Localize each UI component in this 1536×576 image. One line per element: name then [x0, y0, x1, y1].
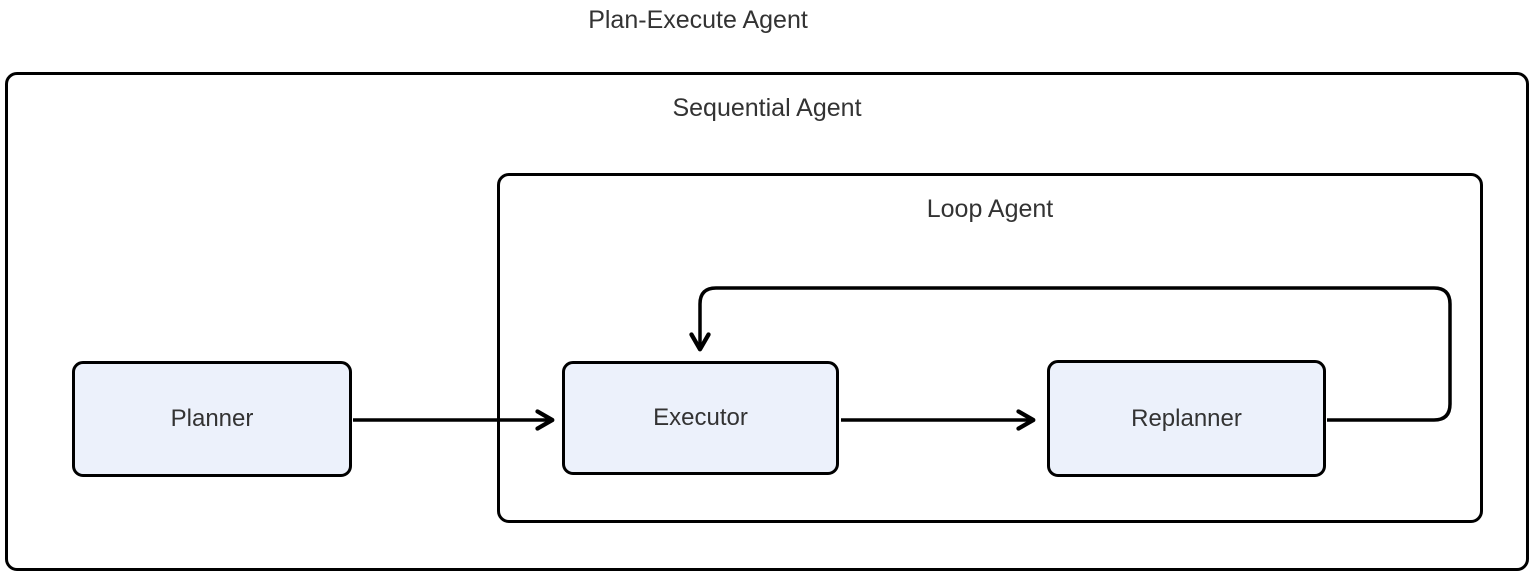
loop-agent-label: Loop Agent [926, 195, 1054, 223]
node-replanner-label: Replanner [1131, 404, 1242, 432]
node-planner-label: Planner [170, 405, 254, 432]
node-executor-label: Executor [653, 404, 748, 431]
loop-agent-container: Loop Agent [497, 173, 1483, 523]
sequential-agent-container: Sequential Agent [5, 72, 1529, 571]
diagram-title: Plan-Execute Agent [588, 6, 808, 34]
node-replanner: Replanner [1047, 360, 1326, 477]
node-executor: Executor [562, 361, 839, 475]
sequential-agent-label: Sequential Agent [672, 94, 862, 122]
node-planner: Planner [72, 361, 352, 477]
